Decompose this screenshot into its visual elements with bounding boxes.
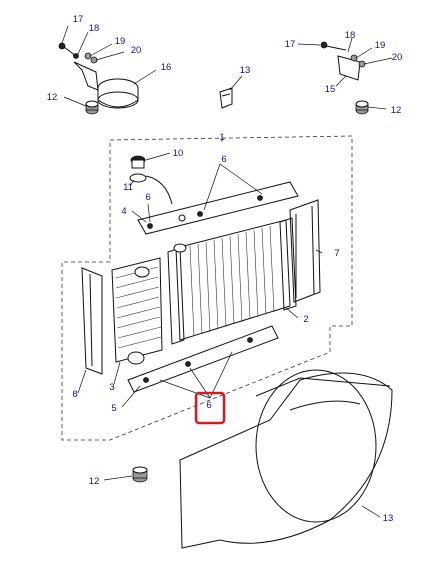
radiator-core [167, 217, 297, 345]
callout-10: 10 [173, 148, 184, 159]
leader-19a [89, 43, 113, 57]
bracket-assembly-left [58, 42, 139, 109]
highlight-box-part-6 [194, 391, 226, 425]
upper-mounting-bracket [137, 181, 299, 235]
callout-13-cowl: 13 [383, 513, 394, 524]
clip-13-top [219, 87, 233, 109]
leader-7 [315, 249, 323, 254]
leader-12b [367, 106, 387, 110]
leader-12c [103, 475, 133, 481]
callout-20-right: 20 [392, 52, 403, 63]
side-panel-7 [289, 199, 321, 303]
leader-5 [121, 385, 141, 408]
callout-6-lower: 6 [206, 400, 211, 411]
leader-8 [77, 369, 87, 394]
leader-20b [363, 57, 393, 65]
callout-3: 3 [109, 382, 114, 393]
leader-15 [335, 75, 347, 87]
leader-17b [297, 43, 321, 46]
leader-3 [113, 361, 121, 385]
filler-cap [129, 155, 173, 205]
leader-6c-3 [209, 351, 233, 399]
callout-20-left: 20 [131, 45, 142, 56]
callout-18-left: 18 [89, 23, 100, 34]
callout-5: 5 [111, 403, 116, 414]
callout-13-top: 13 [240, 65, 251, 76]
leader-6a-1 [203, 163, 221, 211]
nut-12-top-left [85, 100, 99, 115]
callout-12-top-left: 12 [47, 92, 58, 103]
leader-6c-1 [159, 379, 211, 399]
leader-17a [61, 25, 69, 44]
leader-18b [347, 37, 353, 53]
callout-6-bracket: 6 [145, 192, 150, 203]
leader-13a [229, 75, 243, 91]
leader-16 [133, 69, 157, 85]
leader-13b [361, 505, 381, 518]
side-seal-8 [81, 267, 103, 375]
callout-2: 2 [303, 314, 308, 325]
assembly-boundary [61, 135, 353, 441]
leader-6a-2 [219, 163, 263, 195]
nut-12-top-right [355, 100, 369, 115]
nut-12-bottom [132, 466, 148, 483]
callout-11: 11 [123, 182, 133, 193]
leader-18a [77, 31, 89, 55]
callout-labels: 17 18 19 20 16 12 13 17 18 19 20 15 12 1… [47, 14, 403, 524]
callout-16: 16 [161, 62, 172, 73]
leader-10 [145, 152, 171, 161]
callout-12-top-right: 12 [391, 105, 402, 116]
callout-17-left: 17 [73, 14, 84, 25]
callout-18-right: 18 [345, 30, 356, 41]
leader-2 [285, 307, 299, 319]
callout-19-left: 19 [115, 36, 126, 47]
callout-6-upper: 6 [221, 154, 226, 165]
callout-15: 15 [325, 84, 336, 95]
leader-11 [129, 179, 135, 187]
callout-1: 1 [219, 132, 224, 143]
leader-4 [131, 210, 147, 223]
callout-4: 4 [121, 206, 126, 217]
callout-19-right: 19 [375, 40, 386, 51]
bracket-assembly-right [320, 41, 366, 81]
callout-12-bottom: 12 [89, 476, 100, 487]
fan-cowl [179, 369, 393, 549]
callout-8: 8 [72, 389, 77, 400]
callout-17-right: 17 [285, 39, 296, 50]
leader-19b [355, 47, 373, 59]
callout-7: 7 [334, 248, 339, 259]
leader-20a [95, 51, 125, 61]
oil-cooler [111, 257, 163, 365]
leader-12a [63, 96, 87, 107]
leader-6b [147, 203, 151, 223]
lower-mounting-bracket [127, 325, 279, 393]
